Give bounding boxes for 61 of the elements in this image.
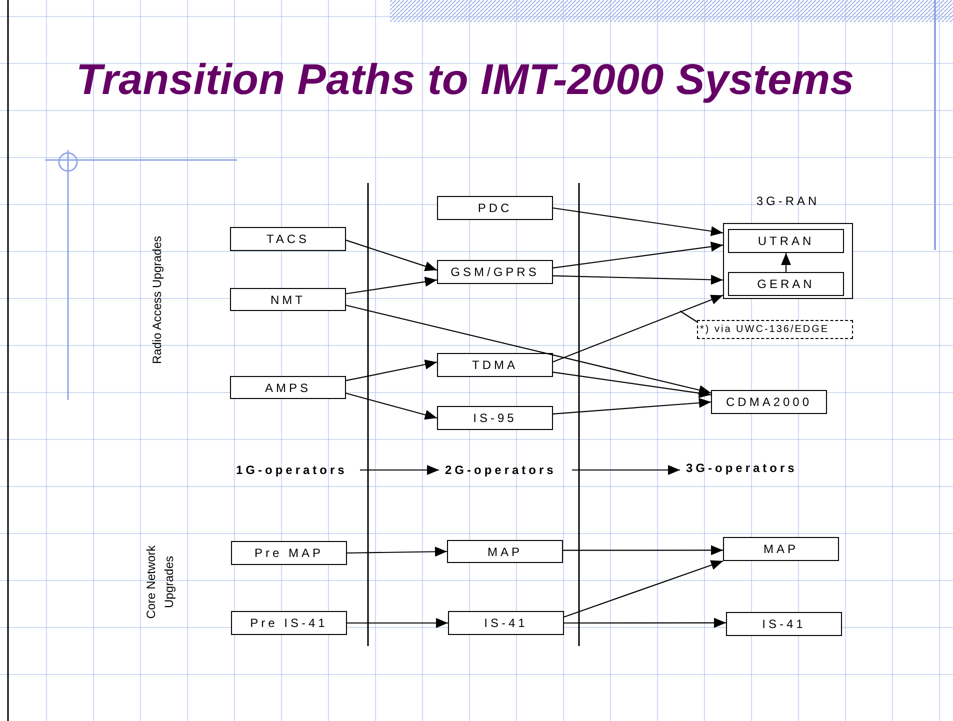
- arrow: [346, 240, 438, 272]
- node-label: GERAN: [757, 278, 815, 290]
- node-label: Pre IS-41: [250, 617, 328, 629]
- arrow: [781, 253, 791, 272]
- arrow: [552, 207, 724, 236]
- arrow: [346, 304, 712, 395]
- note-box: [697, 320, 853, 339]
- arrow: [564, 560, 724, 618]
- node-label: IS-41: [484, 617, 528, 629]
- node-label: MAP: [763, 543, 798, 555]
- process-box: [448, 611, 564, 635]
- process-box: [230, 227, 346, 251]
- process-box: [437, 260, 553, 284]
- node-label: CDMA2000: [726, 396, 812, 408]
- arrow: [347, 618, 448, 628]
- section-label: Core Network Upgrades: [143, 544, 177, 621]
- process-box: [723, 537, 839, 561]
- node-label: NMT: [270, 294, 306, 306]
- arrow: [572, 465, 680, 475]
- section-label: Radio Access Upgrades: [149, 234, 165, 366]
- process-box: [726, 612, 842, 636]
- process-box: [711, 390, 827, 414]
- node-label: IS-41: [762, 618, 806, 630]
- group-heading: 3G-RAN: [755, 194, 821, 208]
- arrow: [563, 545, 723, 556]
- node-label: IS-95: [473, 412, 517, 424]
- arrow: [360, 465, 439, 475]
- arrow: [564, 618, 726, 628]
- arrow: [552, 372, 712, 398]
- process-box: [437, 406, 553, 430]
- process-box: [728, 229, 844, 253]
- process-box: [230, 376, 346, 399]
- stage-label: 3G-operators: [685, 462, 798, 474]
- process-box: [231, 541, 347, 565]
- node-label: *) via UWC-136/EDGE: [699, 324, 830, 334]
- process-box: [437, 196, 553, 220]
- process-box: [447, 540, 563, 563]
- stage-label: 1G-operators: [235, 464, 348, 476]
- arrow: [346, 360, 438, 382]
- node-label: TACS: [266, 233, 310, 245]
- arrow: [346, 276, 438, 294]
- node-label: PDC: [478, 202, 512, 214]
- arrow: [346, 392, 438, 420]
- node-label: UTRAN: [758, 235, 814, 247]
- arrow: [347, 546, 447, 557]
- node-label: TDMA: [472, 359, 518, 371]
- slide-title: Transition Paths to IMT-2000 Systems: [76, 56, 854, 105]
- node-label: AMPS: [264, 382, 311, 394]
- process-box: [437, 353, 553, 377]
- process-box: [231, 611, 347, 635]
- leader-line: [680, 310, 698, 322]
- node-label: GSM/GPRS: [450, 266, 540, 278]
- stage-label: 2G-operators: [444, 464, 556, 476]
- process-box: [728, 272, 844, 296]
- node-label: Pre MAP: [254, 547, 324, 559]
- arrow: [552, 274, 724, 285]
- process-box: [230, 288, 346, 311]
- arrow: [552, 294, 724, 362]
- arrow: [552, 398, 712, 414]
- node-label: MAP: [487, 546, 522, 558]
- arrow: [552, 242, 724, 268]
